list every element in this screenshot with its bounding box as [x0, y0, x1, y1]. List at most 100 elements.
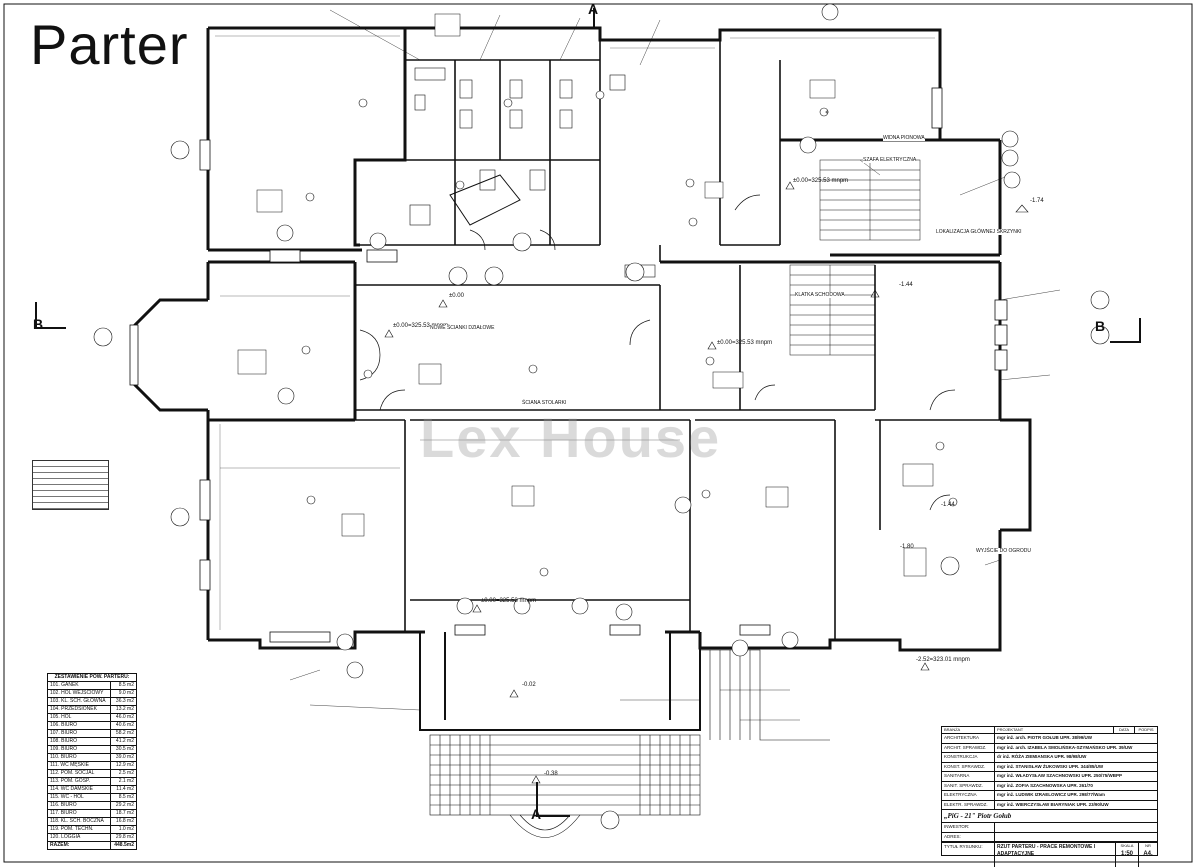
room-area: 41.2 m2: [110, 737, 137, 746]
tb-sheet: NR A4.: [1138, 843, 1157, 867]
section-label-b-left: B: [33, 316, 44, 332]
level-label: -1.80: [900, 544, 914, 550]
room-area: 46.0 m2: [110, 713, 137, 722]
room-area: 12.9 m2: [110, 761, 137, 770]
room-name: 106. BIURO: [46, 721, 112, 730]
inner-walls: [208, 40, 1000, 640]
side-staircase: [819, 159, 921, 241]
tb-head-signature: PODPIS: [1138, 727, 1154, 732]
tb-discipline: SANITARNA: [942, 772, 995, 781]
room-name: 110. BIURO: [46, 753, 112, 762]
annotation-leaders: [289, 9, 1061, 721]
tb-discipline: ARCHIT. SPRAWDZ.: [942, 743, 995, 752]
room-area: 2.1 m2: [110, 777, 137, 786]
tb-discipline-row: SANIT. SPRAWDZ.mgr inż. ZOFIA SZACHNOWSK…: [942, 781, 1157, 791]
tb-designer: dr inż. RÓŻA ZIEMIANSKA UPR. 98/98/UW: [997, 754, 1087, 759]
tb-investor-row: INWESTOR:: [942, 823, 1157, 833]
diagonal-partition: [449, 174, 521, 226]
room-area: 29.2 m2: [110, 801, 137, 810]
sheet-frame: [3, 3, 1193, 863]
room-area: 30.5 m2: [110, 745, 137, 754]
tb-scale-label: SKALA: [1120, 843, 1134, 848]
room-area: 58.2 m2: [110, 729, 137, 738]
area-schedule-row: 113. POM. GOSP.2.1 m2: [46, 777, 137, 786]
title-block-head: BRANŻA PROJEKTANT DATA PODPIS: [942, 727, 1157, 734]
level-label: ±0.00: [449, 293, 464, 299]
tb-designer: mgr inż. arch. IZABELA SMOLIŃSKA-SZYMAŃS…: [997, 744, 1133, 750]
tb-head-discipline: BRANŻA: [942, 727, 995, 733]
level-label: ±0.00=325.53 mnpm: [717, 340, 773, 346]
tb-discipline: SANIT. SPRAWDZ.: [942, 781, 995, 790]
tb-discipline-row: ELEKTR. SPRAWDZ.mgr inż. WIERCZYSŁAW BIA…: [942, 800, 1157, 810]
tb-designer: mgr inż. LUDWIK IZRAELOWICZ UPR. 298/77/…: [997, 792, 1105, 797]
level-label: ±0.00=325.53 mnpm: [393, 323, 449, 329]
tb-scale: SKALA 1:50: [1115, 843, 1138, 867]
room-name: 117. BIURO: [46, 809, 112, 818]
tb-designer: mgr inż. arch. PIOTR GOŁUB UPR. 38/99/UW: [997, 735, 1093, 740]
porch-walls: [419, 632, 701, 731]
room-area: 8.5 m2: [110, 681, 137, 690]
east-ramp: [700, 649, 830, 741]
tb-designer: mgr inż. WŁADYSŁAW SZACHNOWSKI UPR. 250/…: [997, 773, 1123, 778]
tb-designer: mgr inż. ZOFIA SZACHNOWSKA UPR. 261/70: [997, 782, 1093, 788]
tb-drawing-label: TYTUŁ RYSUNKU:: [942, 843, 995, 867]
tb-firm-row: „PiG - 21" Piotr Gołub: [942, 810, 1157, 823]
section-label-a-top: A: [588, 1, 599, 17]
room-name: 114. WC DAMSKIE: [46, 785, 112, 794]
room-area: 40.6 m2: [110, 721, 137, 730]
level-label: -0.02: [522, 682, 536, 688]
area-schedule-header: ZESTAWIENIE POW. PARTERU:: [47, 673, 137, 682]
sanitary-fixtures: [409, 67, 656, 278]
note-boxes: [237, 13, 934, 577]
tb-scale-value: 1:50: [1120, 851, 1133, 857]
tb-discipline-row: ARCHIT. SPRAWDZ.mgr inż. arch. IZABELA S…: [942, 743, 1157, 753]
room-name: 101. GANEK: [46, 681, 112, 690]
tb-designer: mgr inż. WIERCZYSŁAW BIARYNIAK UPR. 23/9…: [997, 801, 1109, 807]
tb-address-label: ADRES:: [942, 832, 995, 841]
room-area: 11.4 m2: [110, 785, 137, 794]
room-area: 16.8 m2: [110, 817, 137, 826]
room-name: 118. KL. SCH. BOCZNA: [46, 817, 112, 826]
room-name: 108. BIURO: [46, 737, 112, 746]
area-schedule-row: 119. POM. TECHN.1.0 m2: [46, 825, 137, 834]
section-arrows: [35, 8, 1141, 817]
room-area: 36.3 m2: [110, 697, 137, 706]
level-label: -0.38: [544, 771, 558, 777]
room-area: 18.7 m2: [110, 809, 137, 818]
dimension-lines: [215, 35, 935, 630]
room-name: 103. KL. SCH. GŁÓWNA: [46, 697, 112, 706]
room-label: SZAFA ELEKTRYCZNA: [863, 157, 917, 163]
room-name: 107. BIURO: [46, 729, 112, 738]
room-label: WYJŚCIE DO OGRODU: [976, 548, 1032, 554]
room-name: 115. WC - HOL: [46, 793, 112, 802]
page-title: Parter: [30, 13, 189, 76]
room-area: 29.8 m2: [110, 833, 137, 842]
tb-investor-label: INWESTOR:: [942, 823, 995, 832]
room-area: 2.5 m2: [110, 769, 137, 778]
main-staircase: [789, 264, 876, 356]
tb-drawing-title: RZUT PARTERU - PRACE REMONTOWE I ADAPTAC…: [997, 844, 1096, 857]
tb-head-date: DATA: [1114, 727, 1135, 733]
tb-discipline: ELEKTR. SPRAWDZ.: [942, 800, 995, 809]
tb-sheet-value: A4.: [1143, 851, 1153, 857]
room-label: KLATKA SCHODOWA: [795, 292, 845, 298]
level-label: -1.44: [941, 502, 955, 508]
room-name: 120. LOGGIA: [46, 833, 112, 842]
outer-walls: [133, 26, 1032, 652]
room-name: 119. POM. TECHN.: [46, 825, 112, 834]
room-label: ŚCIANA STOLARKI: [522, 400, 567, 406]
